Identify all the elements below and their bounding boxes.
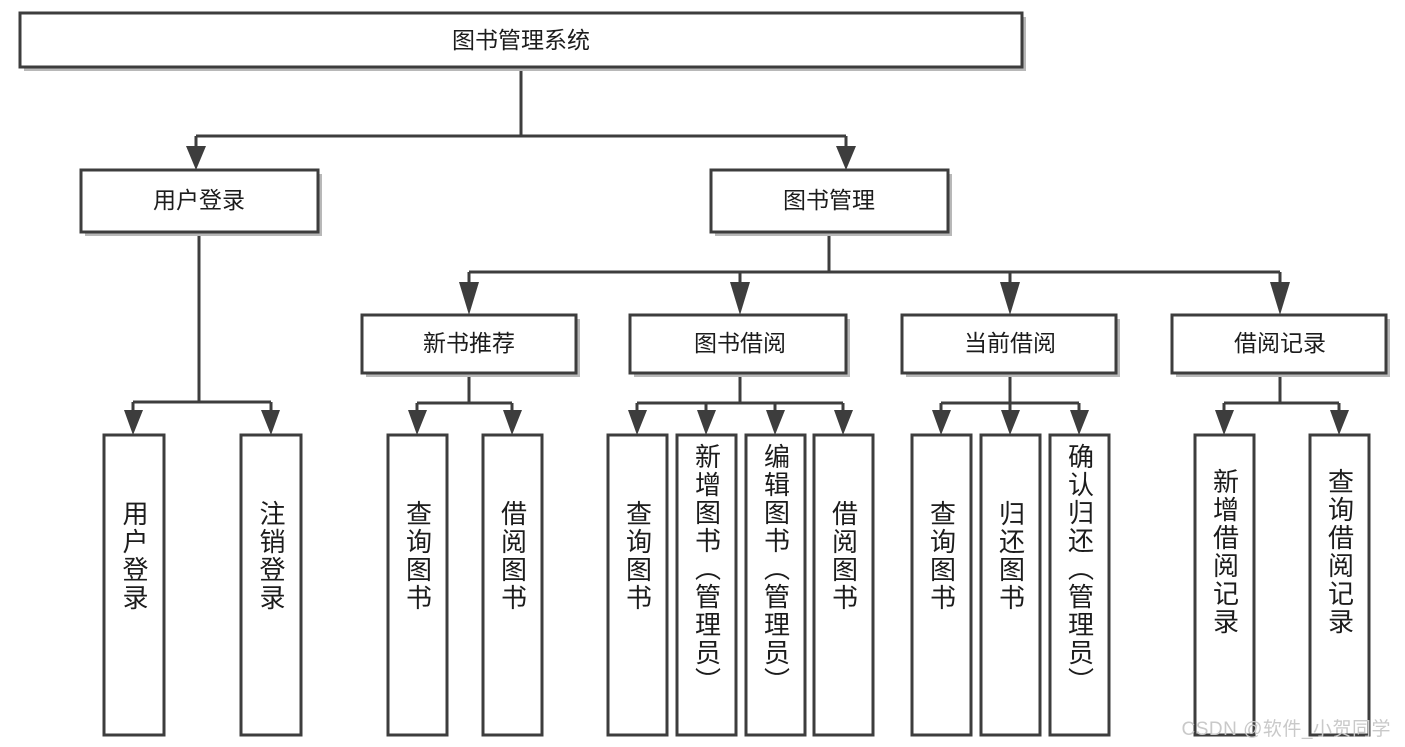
connectors-bookmgmt-to-level3 bbox=[459, 232, 1290, 315]
leaf-box-current-borrow-1[interactable] bbox=[910, 433, 973, 737]
csdn-watermark: CSDN @软件_小贺同学 bbox=[1181, 719, 1391, 740]
node-current-borrow-label: 当前借阅 bbox=[964, 330, 1056, 356]
leaf-box-book-borrow-1[interactable] bbox=[606, 433, 669, 737]
node-new-book-recommend-label: 新书推荐 bbox=[423, 330, 515, 356]
leaf-box-new-book-1[interactable] bbox=[386, 433, 449, 737]
leaf-box-current-borrow-3[interactable] bbox=[1048, 433, 1111, 737]
leaf-box-book-borrow-4[interactable] bbox=[812, 433, 875, 737]
leaf-boxes-book-borrow bbox=[606, 433, 875, 737]
node-borrow-record-label: 借阅记录 bbox=[1234, 330, 1326, 356]
connectors-borrowrecord-to-leaves bbox=[1215, 374, 1349, 435]
leaf-box-current-borrow-2[interactable] bbox=[979, 433, 1042, 737]
node-current-borrow[interactable]: 当前借阅 bbox=[900, 313, 1120, 377]
leaf-box-user-login-1[interactable] bbox=[102, 433, 166, 737]
leaf-box-book-borrow-2[interactable] bbox=[675, 433, 738, 737]
leaf-box-user-login-2[interactable] bbox=[239, 433, 303, 737]
leaf-boxes-borrow-record bbox=[1193, 433, 1371, 737]
connectors-userlogin-to-leaves bbox=[124, 232, 280, 435]
connectors-currentborrow-to-leaves bbox=[932, 374, 1089, 435]
connectors-root-to-level2 bbox=[186, 67, 856, 170]
node-book-borrow-label: 图书借阅 bbox=[694, 330, 786, 356]
node-book-management-label: 图书管理 bbox=[783, 187, 875, 213]
node-root-label: 图书管理系统 bbox=[452, 27, 590, 53]
leaf-boxes-new-book-recommend bbox=[386, 433, 544, 737]
leaf-boxes-current-borrow bbox=[910, 433, 1111, 737]
node-book-borrow[interactable]: 图书借阅 bbox=[628, 313, 850, 377]
leaf-box-book-borrow-3[interactable] bbox=[744, 433, 807, 737]
node-user-login[interactable]: 用户登录 bbox=[79, 168, 322, 236]
leaf-box-borrow-record-2[interactable] bbox=[1308, 433, 1371, 737]
node-new-book-recommend[interactable]: 新书推荐 bbox=[360, 313, 580, 377]
leaf-boxes-user-login bbox=[102, 433, 303, 737]
leaf-box-new-book-2[interactable] bbox=[481, 433, 544, 737]
node-borrow-record[interactable]: 借阅记录 bbox=[1170, 313, 1390, 377]
connectors-newbook-to-leaves bbox=[408, 374, 522, 435]
connectors-bookborrow-to-leaves bbox=[628, 374, 853, 435]
leaf-box-borrow-record-1[interactable] bbox=[1193, 433, 1256, 737]
node-book-management[interactable]: 图书管理 bbox=[709, 168, 952, 236]
node-user-login-label: 用户登录 bbox=[153, 187, 245, 213]
node-root-system[interactable]: 图书管理系统 bbox=[18, 11, 1026, 71]
